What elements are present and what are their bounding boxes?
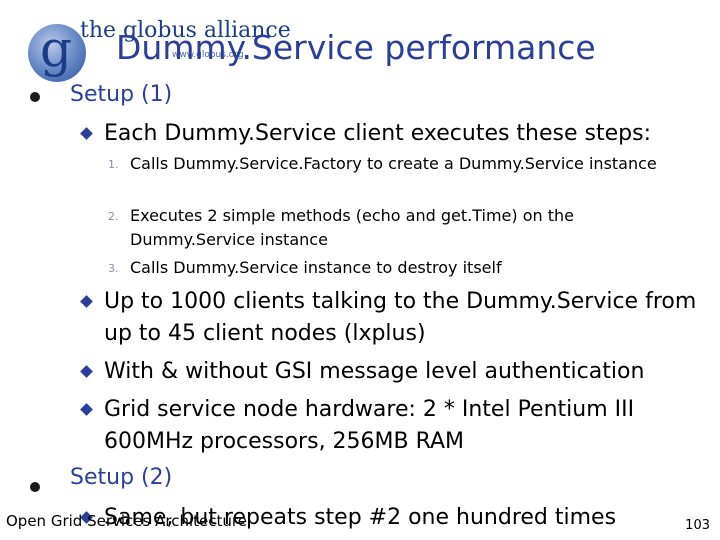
setup2-point: Same, but repeats step #2 one hundred ti… [104, 505, 617, 530]
bullet-dot-icon [30, 92, 40, 102]
bullet-diamond-icon [80, 365, 93, 378]
step-number: 1. [108, 158, 119, 171]
page-number: 103 [685, 518, 710, 533]
slide-title: Dummy.Service performance [116, 28, 596, 67]
setup1-point: Grid service node hardware: 2 * Intel Pe… [104, 397, 635, 454]
globus-logo-name: the globus alliance [80, 18, 291, 43]
setup1-heading: Setup (1) [70, 82, 173, 107]
bullet-diamond-icon [80, 295, 93, 308]
footer-text: Open Grid Services Architecture [6, 512, 247, 530]
step-number: 3. [108, 262, 119, 275]
step-number: 2. [108, 210, 119, 223]
globus-logo-url: www.globus.org [172, 50, 244, 60]
setup1-point: Up to 1000 clients talking to the Dummy.… [104, 289, 697, 346]
setup1-point: With & without GSI message level authent… [104, 359, 645, 384]
setup1-steps-intro: Each Dummy.Service client executes these… [104, 121, 651, 146]
setup2-heading: Setup (2) [70, 465, 173, 490]
step-text: Calls Dummy.Service.Factory to create a … [130, 154, 657, 173]
bullet-diamond-icon [80, 127, 93, 140]
step-text: Calls Dummy.Service instance to destroy … [130, 258, 502, 277]
globus-logo-circle [28, 24, 86, 82]
globus-logo-letter: g [40, 20, 73, 78]
step-text: Executes 2 simple methods (echo and get.… [130, 206, 574, 249]
globus-logo: g the globus alliance www.globus.org [28, 10, 291, 82]
bullet-diamond-icon [80, 403, 93, 416]
bullet-dot-icon [30, 482, 40, 492]
